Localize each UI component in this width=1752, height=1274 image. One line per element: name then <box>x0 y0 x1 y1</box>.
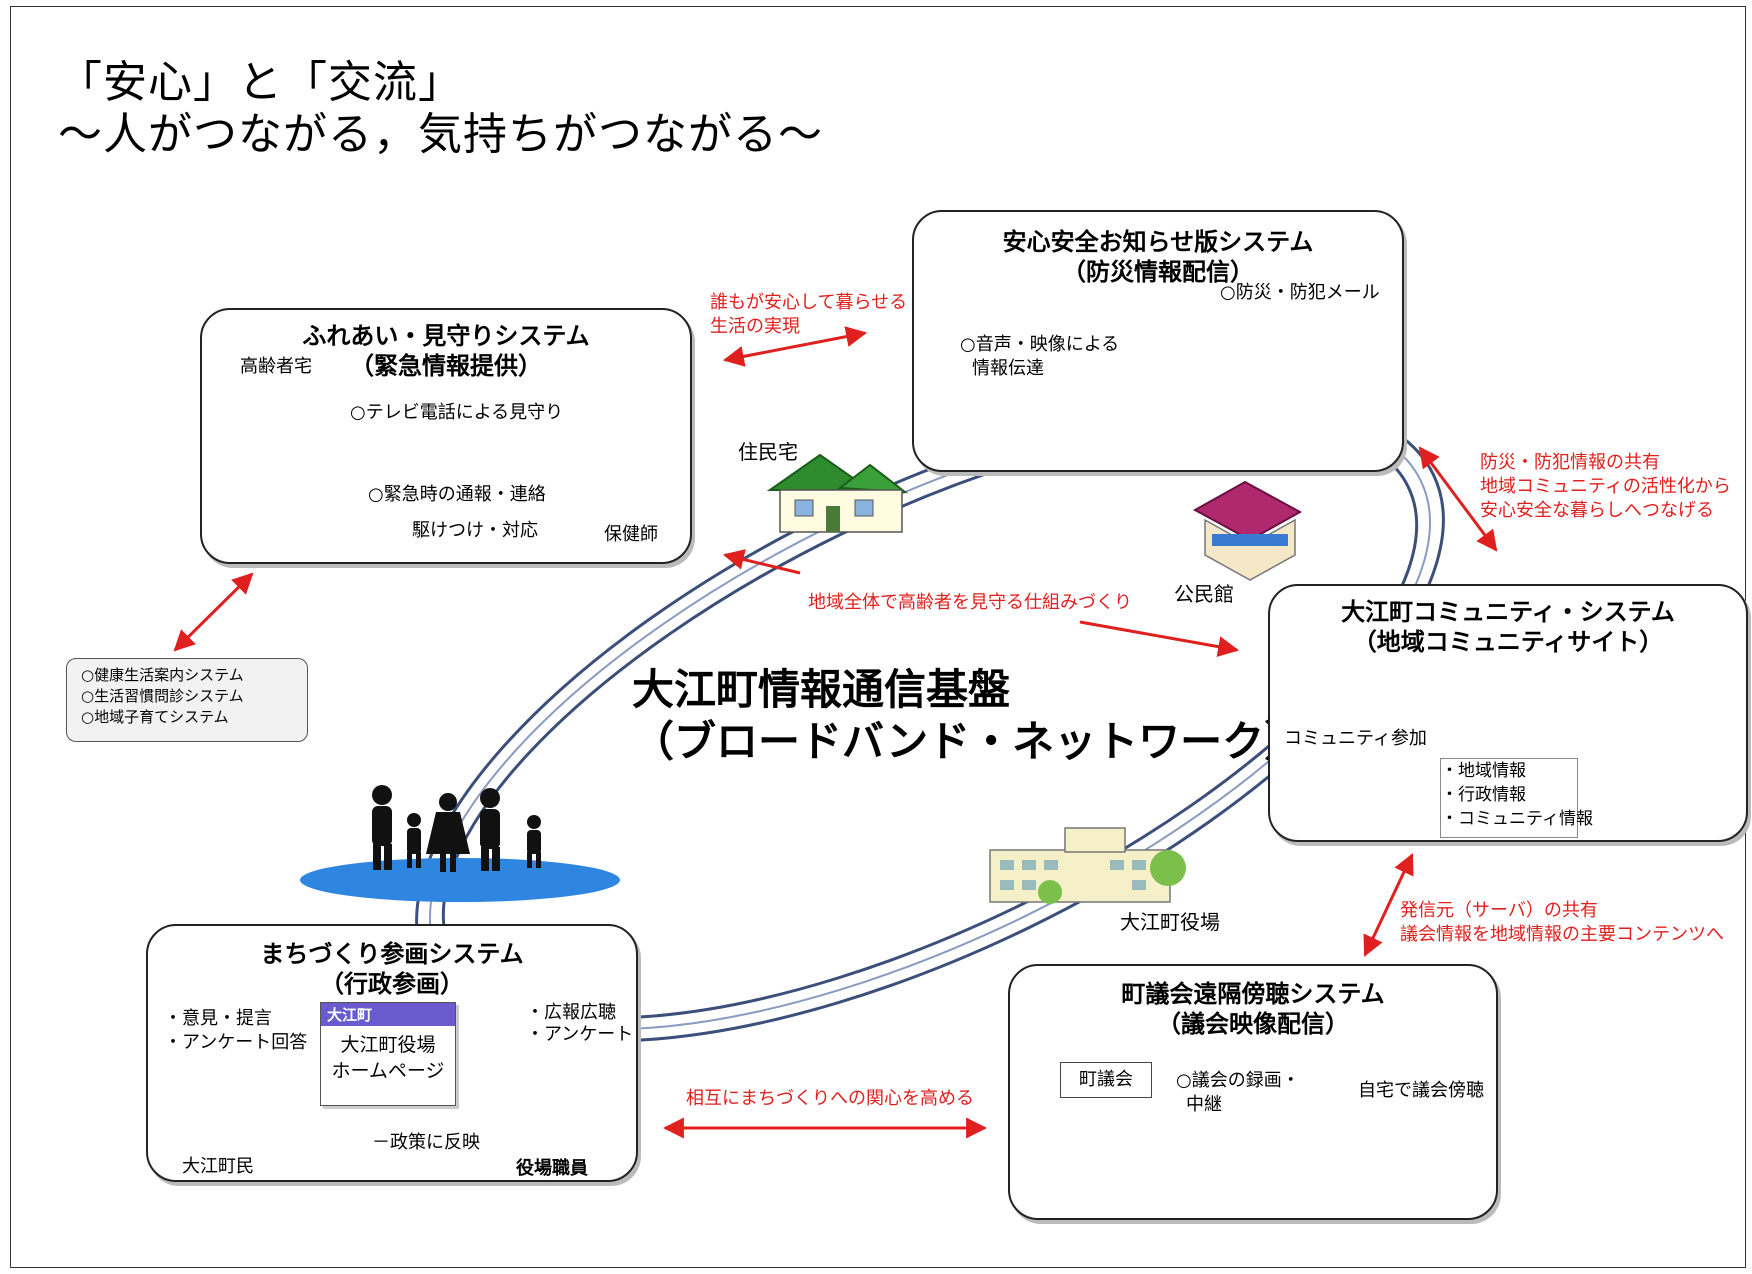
community-hall-illustration <box>1192 480 1303 581</box>
tv-phone-label: ○テレビ電話による見守り <box>350 402 564 423</box>
opinion-label-line2: ・アンケート回答 <box>164 1032 308 1053</box>
voice-label-line1: ○音声・映像による <box>960 334 1120 355</box>
homepage-label-line2: ホームページ <box>331 1060 445 1082</box>
community-info-item: ・コミュニティ情報 <box>1441 809 1593 829</box>
note-watch: 地域全体で高齢者を見守る仕組みづくり <box>808 592 1132 613</box>
policy-label: －政策に反映 <box>372 1132 480 1153</box>
center-label-line1: 大江町情報通信基盤 <box>632 665 1011 714</box>
fureai-title: ふれあい・見守りシステム <box>302 322 590 350</box>
voice-label-line2: 情報伝達 <box>972 358 1044 379</box>
health-system-item: ○健康生活案内システム <box>81 666 244 684</box>
community-participation-label: コミュニティ参加 <box>1284 728 1427 749</box>
health-systems-list: ○健康生活案内システム ○生活習慣問診システム ○地域子育てシステム <box>66 658 308 742</box>
community-hall-label: 公民館 <box>1174 582 1234 606</box>
staff-label: 役場職員 <box>516 1158 588 1179</box>
note-safe-life-line1: 誰もが安心して暮らせる <box>710 292 908 313</box>
elderly-home-label: 高齢者宅 <box>240 356 312 377</box>
mail-label: ○防災・防犯メール <box>1220 282 1380 303</box>
machi-title: まちづくり参画システム <box>260 940 524 968</box>
town-office-label: 大江町役場 <box>1120 910 1220 934</box>
community-subtitle: （地域コミュニティサイト） <box>1352 628 1664 656</box>
residence-house-illustration <box>766 453 909 533</box>
fureai-system-box <box>200 308 692 564</box>
town-office-illustration <box>989 827 1186 904</box>
record-label-line1: ○議会の録画・ <box>1176 1070 1300 1091</box>
slide-title-line1: 「安心」と「交流」 <box>58 57 463 108</box>
community-info-list: ・地域情報 ・行政情報 ・コミュニティ情報 <box>1440 758 1593 838</box>
center-label-line2: （ブロードバンド・ネットワーク） <box>632 717 1307 766</box>
note-server-line1: 発信元（サーバ）の共有 <box>1400 900 1598 921</box>
homepage-title-bar: 大江町 <box>321 1003 455 1026</box>
machi-subtitle: （行政参画） <box>320 970 464 998</box>
gikai-subtitle: （議会映像配信） <box>1157 1010 1349 1038</box>
note-disaster-line3: 安心安全な暮らしへつなげる <box>1480 500 1714 521</box>
town-homepage-panel: 大江町 大江町役場 ホームページ <box>320 1002 456 1106</box>
anshin-subtitle: （防災情報配信） <box>1062 258 1254 286</box>
fureai-subtitle: （緊急情報提供） <box>350 352 542 380</box>
anshin-title: 安心安全お知らせ版システム <box>1002 228 1314 256</box>
health-system-item: ○生活習慣問診システム <box>81 687 244 705</box>
emergency-label: ○緊急時の通報・連絡 <box>368 484 546 505</box>
opinion-label-line1: ・意見・提言 <box>164 1008 272 1029</box>
community-title: 大江町コミュニティ・システム <box>1341 598 1675 626</box>
anshin-system-box <box>912 210 1404 472</box>
residence-label: 住民宅 <box>738 440 798 464</box>
relation-arrows <box>173 326 1498 1139</box>
health-system-item: ○地域子育てシステム <box>81 708 229 726</box>
note-disaster-line1: 防災・防犯情報の共有 <box>1480 452 1660 473</box>
gikai-title: 町議会遠隔傍聴システム <box>1121 980 1385 1008</box>
homepage-label-line1: 大江町役場 <box>340 1034 436 1056</box>
note-safe-life-line2: 生活の実現 <box>710 316 800 337</box>
slide-title-line2: ～人がつながる，気持ちがつながる～ <box>58 109 823 160</box>
nurse-label: 保健師 <box>604 524 658 545</box>
community-info-item: ・行政情報 <box>1441 785 1526 805</box>
note-disaster-line2: 地域コミュニティの活性化から <box>1480 476 1731 497</box>
council-label: 町議会 <box>1060 1062 1152 1098</box>
home-viewing-label: 自宅で議会傍聴 <box>1358 1080 1484 1101</box>
record-label-line2: 中継 <box>1186 1094 1222 1115</box>
note-mutual: 相互にまちづくりへの関心を高める <box>686 1088 974 1109</box>
family-island-illustration <box>300 785 620 902</box>
pr-label-line2: ・アンケート <box>526 1024 634 1045</box>
rush-label: 駆けつけ・対応 <box>412 520 538 541</box>
note-server-line2: 議会情報を地域情報の主要コンテンツへ <box>1400 924 1724 945</box>
community-info-item: ・地域情報 <box>1441 761 1526 781</box>
citizens-label: 大江町民 <box>182 1156 254 1177</box>
pr-label-line1: ・広報広聴 <box>526 1002 616 1023</box>
